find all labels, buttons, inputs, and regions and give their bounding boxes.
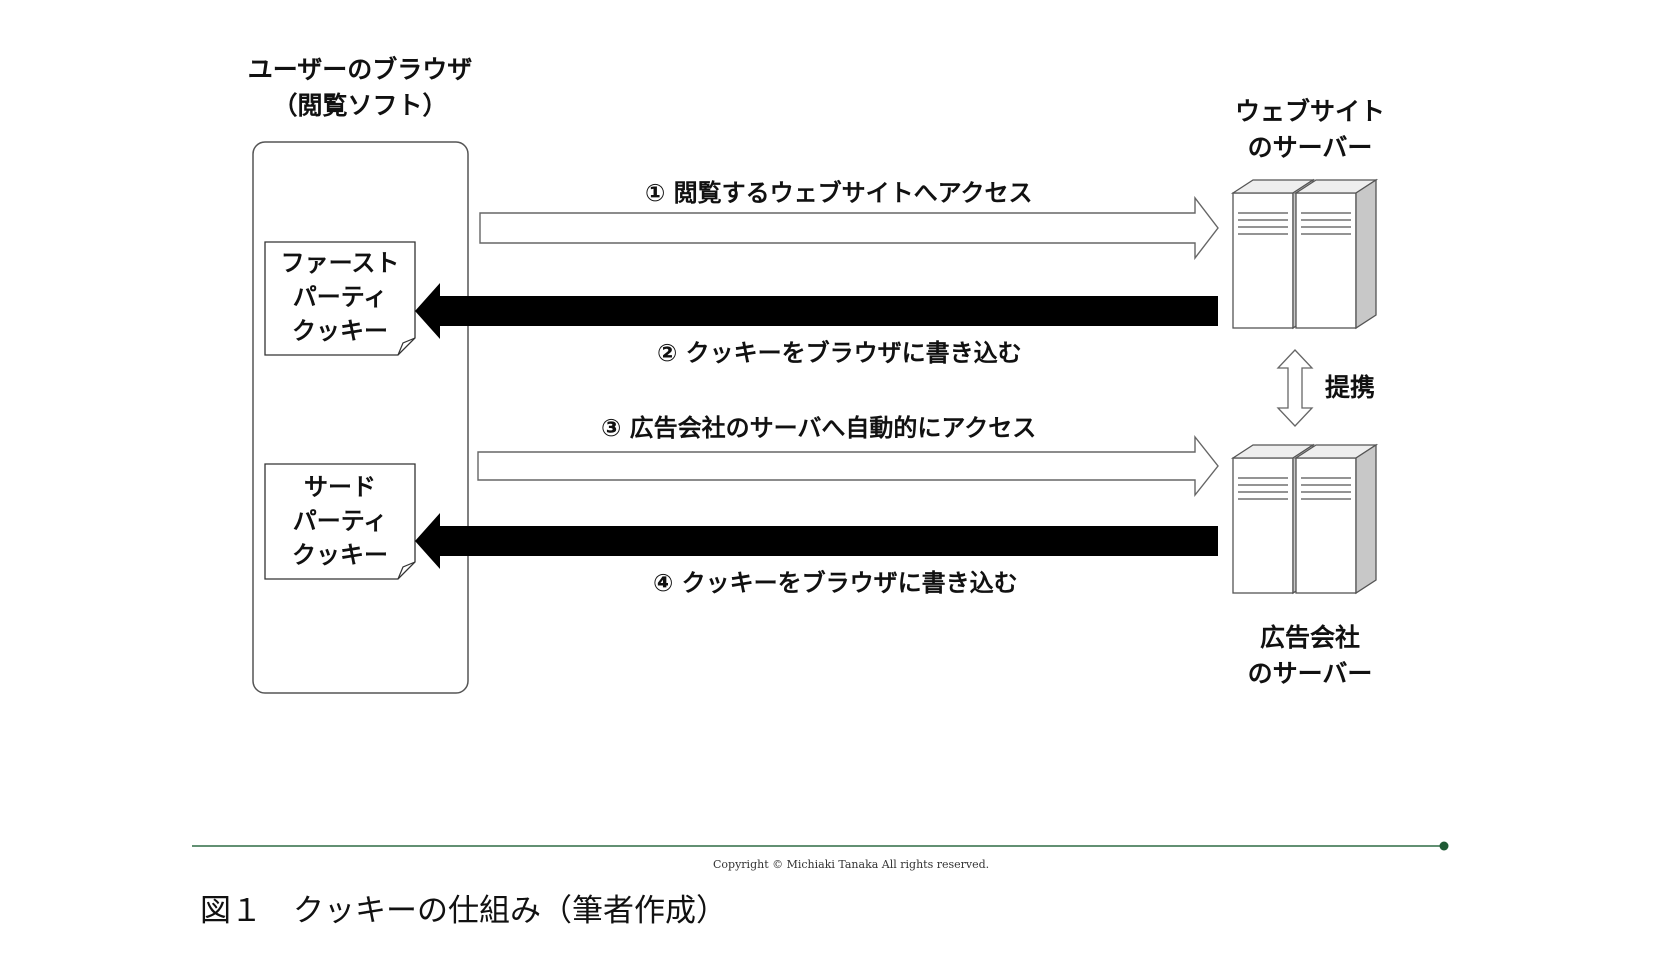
first-party-cookie-label: ファースト パーティ クッキー <box>265 246 415 348</box>
arrow-3-label: ③ 広告会社のサーバへ自動的にアクセス <box>601 414 1037 442</box>
browser-box <box>252 141 469 694</box>
arrow-3-access-ad-server <box>477 434 1219 498</box>
browser-title-line2: （閲覧ソフト） <box>272 91 448 120</box>
first-party-cookie-note <box>264 241 416 356</box>
third-party-line1: サード <box>304 473 376 501</box>
website-server-line2: のサーバー <box>1247 133 1373 162</box>
arrow-1-access-website <box>479 195 1219 261</box>
first-party-line3: クッキー <box>292 317 388 345</box>
third-party-cookie-label: サード パーティ クッキー <box>265 470 415 572</box>
third-party-line2: パーティ <box>292 507 388 535</box>
first-party-cookie-fold <box>397 337 416 356</box>
arrow-4-label: ④ クッキーをブラウザに書き込む <box>653 569 1018 597</box>
first-party-line2: パーティ <box>292 283 388 311</box>
ad-server-label: 広告会社 のサーバー <box>1200 620 1420 692</box>
partnership-double-arrow <box>1276 349 1314 427</box>
first-party-line1: ファースト <box>280 249 400 277</box>
figure-caption: 図１ クッキーの仕組み（筆者作成） <box>200 893 727 929</box>
browser-title: ユーザーのブラウザ （閲覧ソフト） <box>220 52 500 124</box>
arrow-1-label: ① 閲覧するウェブサイトへアクセス <box>645 179 1033 207</box>
third-party-line3: クッキー <box>292 541 388 569</box>
ad-server-icon <box>1230 443 1379 595</box>
website-server-line1: ウェブサイト <box>1234 97 1385 126</box>
arrow-4-write-cookie <box>415 513 1218 569</box>
website-server-icon <box>1230 178 1379 330</box>
arrow-2-write-cookie <box>415 283 1218 339</box>
ad-server-line2: のサーバー <box>1247 659 1373 688</box>
third-party-cookie-fold <box>397 561 416 580</box>
third-party-cookie-note <box>264 463 416 580</box>
partnership-label: 提携 <box>1325 373 1376 402</box>
footer-divider-dot <box>1439 841 1449 851</box>
ad-server-line1: 広告会社 <box>1259 623 1360 652</box>
arrow-2-label: ② クッキーをブラウザに書き込む <box>657 339 1022 367</box>
copyright-text: Copyright © Michiaki Tanaka All rights r… <box>713 858 990 871</box>
browser-title-line1: ユーザーのブラウザ <box>247 55 473 84</box>
website-server-label: ウェブサイト のサーバー <box>1200 94 1420 166</box>
